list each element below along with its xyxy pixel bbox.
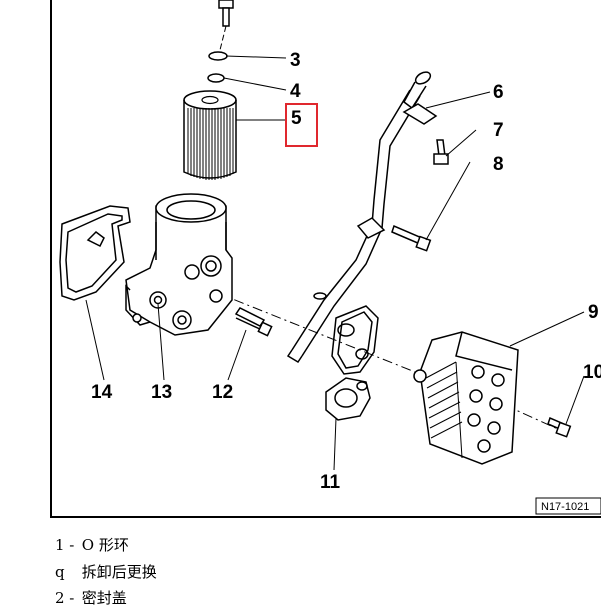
callout-10: 10 <box>583 362 601 383</box>
reference-code-box <box>535 497 601 515</box>
callout-14: 14 <box>91 382 113 403</box>
oil-pressure-switch <box>218 0 234 51</box>
o-ring-4 <box>207 73 225 83</box>
legend-text: O 形环 <box>81 536 129 554</box>
callout-12: 12 <box>212 382 233 403</box>
oil-cooler <box>413 331 519 465</box>
leader-lines <box>85 55 585 471</box>
legend-text: 密封盖 <box>81 589 127 607</box>
callout-6: 6 <box>493 82 504 103</box>
bolt-8 <box>391 224 432 252</box>
callout-4: 4 <box>290 81 301 102</box>
legend-item: 2 - 密封盖 <box>55 587 127 608</box>
housing-bolt <box>234 307 273 337</box>
reference-code: N17-1021 <box>541 501 589 513</box>
legend-bullet: q <box>55 563 65 581</box>
seal-ring-3 <box>208 51 228 61</box>
diagram-frame <box>50 0 601 518</box>
legend-bullet: 1 - <box>55 536 75 554</box>
callout-3: 3 <box>290 50 301 71</box>
oil-filter-element <box>183 90 237 180</box>
highlight-box <box>285 103 318 147</box>
callout-9: 9 <box>588 302 599 323</box>
legend-item: q 拆卸后更换 <box>55 561 157 582</box>
legend-item: 1 - O 形环 <box>55 534 129 555</box>
dipstick-tube <box>286 71 438 364</box>
bolt-10 <box>547 416 572 438</box>
callout-7: 7 <box>493 120 504 141</box>
callout-11: 11 <box>320 472 341 493</box>
callout-5: 5 <box>291 108 302 129</box>
housing-gasket <box>59 205 131 301</box>
bolt-7 <box>433 139 449 165</box>
oil-cooler-gaskets <box>325 305 379 421</box>
legend-text: 拆卸后更换 <box>81 563 157 581</box>
callout-13: 13 <box>151 382 172 403</box>
oil-filter-housing <box>125 193 233 336</box>
callout-8: 8 <box>493 154 504 175</box>
legend-bullet: 2 - <box>55 589 75 607</box>
